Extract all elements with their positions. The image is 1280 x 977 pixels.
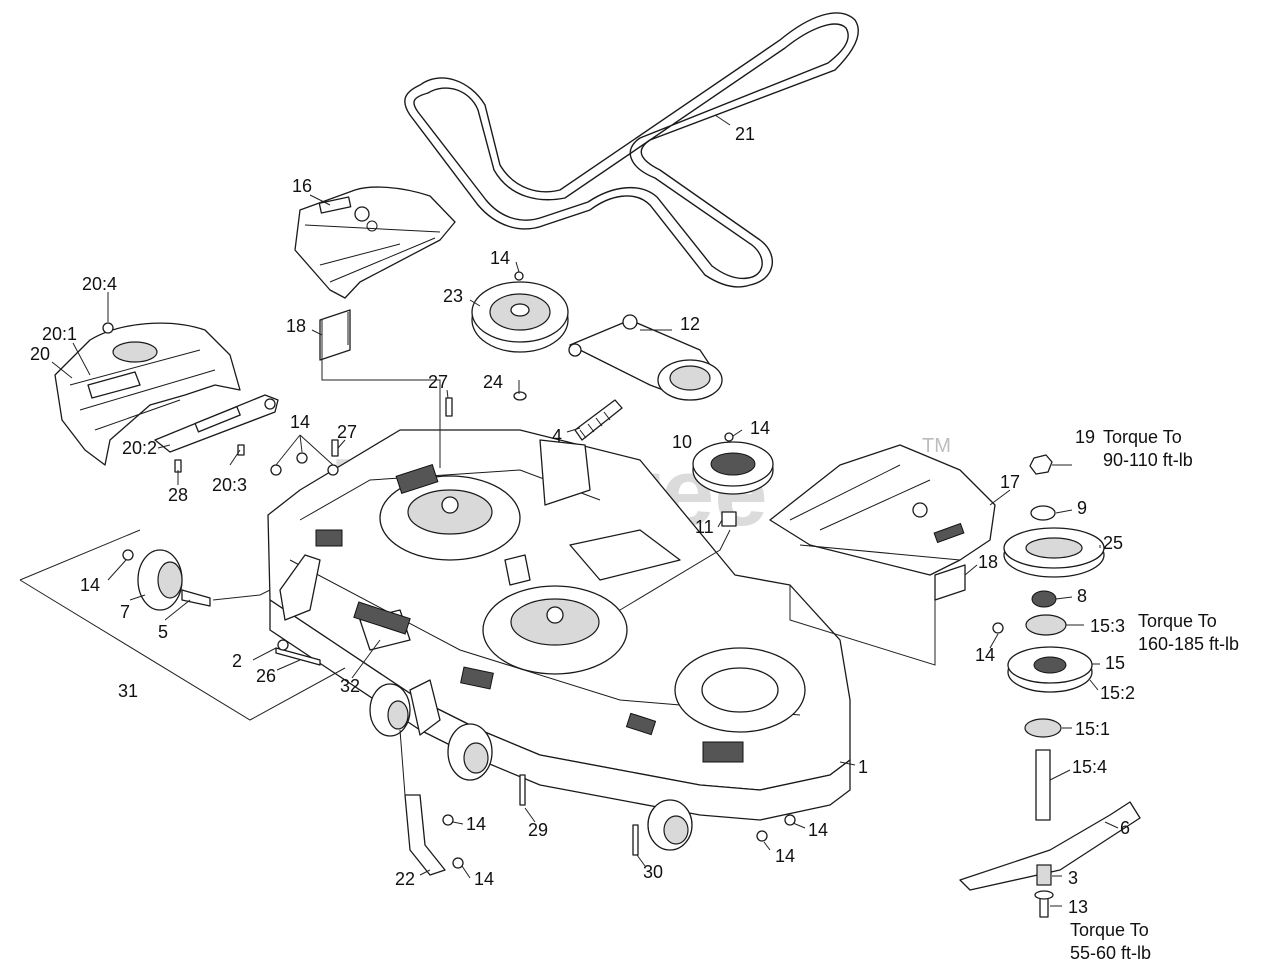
callout-12: 12 — [680, 314, 700, 334]
callout-14: 14 — [474, 869, 494, 889]
callout-29: 29 — [528, 820, 548, 840]
callout-28: 28 — [168, 485, 188, 505]
callout-18: 18 — [286, 316, 306, 336]
callout-14: 14 — [80, 575, 100, 595]
torque-notes: Torque To 90-110 ft-lb Torque To 160-185… — [1070, 427, 1239, 963]
callout-11: 11 — [695, 517, 714, 537]
callout-2: 2 — [232, 651, 242, 671]
callout-30: 30 — [643, 862, 663, 882]
callout-24: 24 — [483, 372, 503, 392]
callout-13: 13 — [1068, 897, 1088, 917]
callout-20: 20 — [30, 344, 50, 364]
torque-note-13-line1: Torque To — [1070, 920, 1149, 940]
belt-cover-left — [54, 322, 241, 466]
callout-27: 27 — [337, 422, 357, 442]
callout-15-2: 15:2 — [1100, 683, 1135, 703]
callout-20-1: 20:1 — [42, 324, 77, 344]
callout-32: 32 — [340, 676, 360, 696]
callout-14: 14 — [975, 645, 995, 665]
drive-belt — [404, 12, 859, 288]
tension-spring — [574, 399, 623, 441]
callout-31: 31 — [118, 681, 138, 701]
callout-21: 21 — [735, 124, 755, 144]
gauge-wheel-assembly — [122, 549, 211, 611]
torque-note-15-3-line2: 160-185 ft-lb — [1138, 634, 1239, 654]
callout-4: 4 — [552, 426, 562, 446]
callout-5: 5 — [158, 622, 168, 642]
callout-25: 25 — [1103, 533, 1123, 553]
callout-17: 17 — [1000, 472, 1020, 492]
watermark-trademark: TM — [922, 435, 951, 457]
callout-14: 14 — [290, 412, 310, 432]
callout-16: 16 — [292, 176, 312, 196]
callout-1: 1 — [858, 757, 868, 777]
hardware — [102, 309, 1004, 869]
callout-14: 14 — [466, 814, 486, 834]
leader-lines — [19, 114, 1119, 907]
callout-20-4: 20:4 — [82, 274, 117, 294]
callout-6: 6 — [1120, 818, 1130, 838]
callout-22: 22 — [395, 869, 415, 889]
callout-7: 7 — [120, 602, 130, 622]
torque-note-13-line2: 55-60 ft-lb — [1070, 943, 1151, 963]
callout-19: 19 — [1075, 427, 1095, 447]
callout-10: 10 — [672, 432, 692, 452]
pulley-10 — [692, 432, 774, 527]
callout-15: 15 — [1105, 653, 1125, 673]
callout-3: 3 — [1068, 868, 1078, 888]
callout-20-2: 20:2 — [122, 438, 157, 458]
callout-15-4: 15:4 — [1072, 757, 1107, 777]
callout-8: 8 — [1077, 586, 1087, 606]
idler-bracket — [154, 394, 279, 453]
callout-14: 14 — [750, 418, 770, 438]
callout-labels: 21 16 14 23 12 20:4 20:1 20 18 24 27 14 … — [30, 124, 1135, 917]
idler-arm-assembly — [568, 314, 723, 401]
anti-scalp-bracket — [369, 679, 446, 876]
belt-cover-center — [769, 444, 996, 576]
callout-14: 14 — [490, 248, 510, 268]
callout-14: 14 — [775, 846, 795, 866]
callout-15-1: 15:1 — [1075, 719, 1110, 739]
callout-26: 26 — [256, 666, 276, 686]
mower-deck — [267, 429, 851, 851]
callout-27: 27 — [428, 372, 448, 392]
callout-23: 23 — [443, 286, 463, 306]
pulley-23 — [471, 271, 569, 401]
callout-15-3: 15:3 — [1090, 616, 1125, 636]
torque-note-19-line1: Torque To — [1103, 427, 1182, 447]
belt-cover-right — [294, 186, 456, 299]
spindle-stack — [959, 454, 1141, 918]
callout-9: 9 — [1077, 498, 1087, 518]
torque-note-19-line2: 90-110 ft-lb — [1103, 450, 1193, 470]
torque-note-15-3-line1: Torque To — [1138, 611, 1217, 631]
callout-14: 14 — [808, 820, 828, 840]
callout-20-3: 20:3 — [212, 475, 247, 495]
callout-18: 18 — [978, 552, 998, 572]
